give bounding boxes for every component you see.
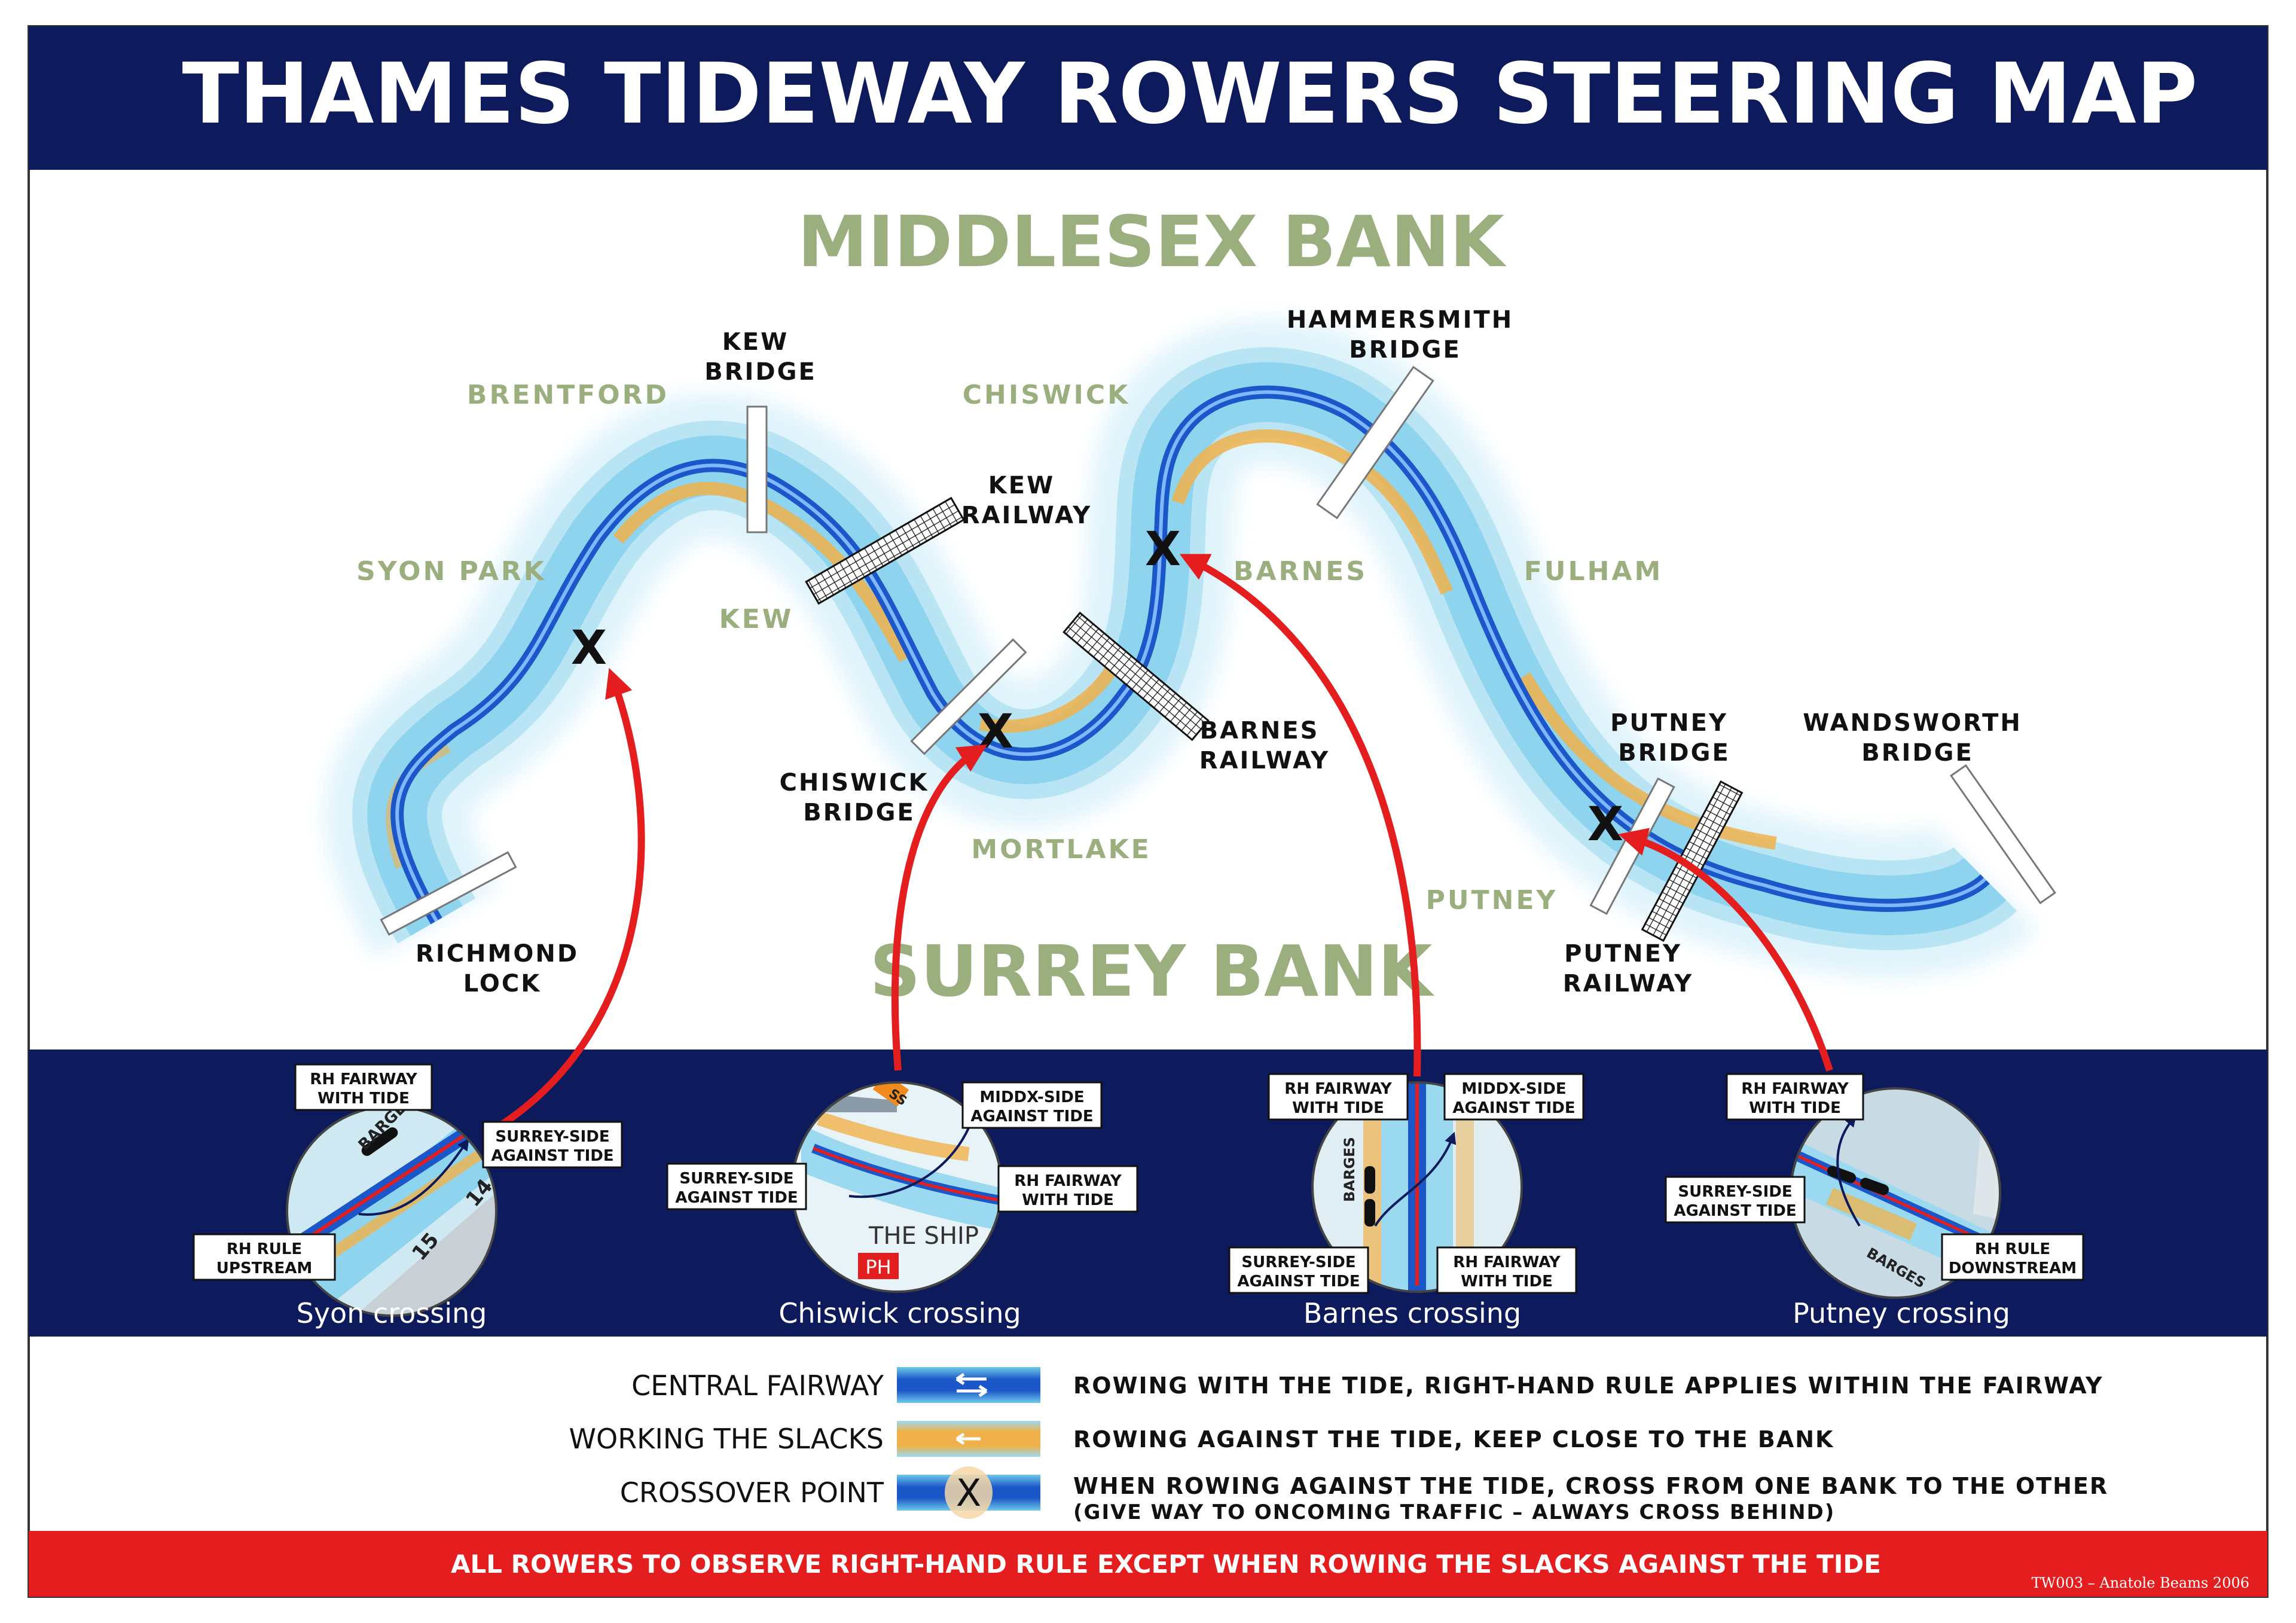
legend-working-slacks: WORKING THE SLACKS ROWING AGAINST THE TI… <box>569 1421 1834 1457</box>
chiswick-caption: Chiswick crossing <box>778 1297 1021 1329</box>
crossing-arrows <box>500 554 1833 1127</box>
crossing-captions: Syon crossing Chiswick crossing Barnes c… <box>297 1297 2010 1329</box>
barnes-barges-label: BARGES <box>1341 1137 1358 1202</box>
chiswick-ph-badge <box>858 1253 899 1279</box>
crossover-putney: X <box>1587 798 1623 852</box>
area-chiswick: CHISWICK <box>963 380 1130 410</box>
legend-crossover-desc: WHEN ROWING AGAINST THE TIDE, CROSS FROM… <box>1073 1473 2117 1524</box>
chiswick-arrow <box>891 744 988 1071</box>
kew-railway-structure <box>805 496 965 605</box>
richmond-lock-structure <box>380 851 517 936</box>
chiswick-bridge-label: CHISWICK BRIDGE <box>780 769 939 826</box>
putney-bridge-label: PUTNEY BRIDGE <box>1610 709 1738 767</box>
chiswick-crossing-detail: SS THE SHIP PH <box>791 1081 1003 1293</box>
chiswick-ph-label: PH <box>865 1256 891 1279</box>
putney-arrow <box>1618 828 1833 1072</box>
kew-bridge-structure <box>746 405 768 533</box>
syon-arrow <box>500 667 645 1127</box>
header-bar <box>29 26 2267 170</box>
legend-central-fairway-swatch <box>897 1367 1040 1403</box>
kew-bridge-label: KEW BRIDGE <box>704 328 817 386</box>
barnes-railway-structure <box>1062 611 1210 742</box>
kew-railway-label: KEW RAILWAY <box>961 472 1092 529</box>
chiswick-ship-label: THE SHIP <box>868 1222 979 1250</box>
crossover-syon: X <box>571 621 607 675</box>
area-syon-park: SYON PARK <box>356 556 546 587</box>
legend-crossover-x: X <box>956 1471 981 1515</box>
legend: CENTRAL FAIRWAY ROWING WITH THE TIDE, RI… <box>569 1367 2117 1524</box>
legend-working-slacks-desc: ROWING AGAINST THE TIDE, KEEP CLOSE TO T… <box>1073 1426 1834 1453</box>
legend-crossover-point: CROSSOVER POINT X WHEN ROWING AGAINST TH… <box>620 1466 2117 1524</box>
middlesex-bank-label: MIDDLESEX BANK <box>798 200 1507 283</box>
footer-credit: TW003 – Anatole Beams 2006 <box>2032 1575 2249 1591</box>
barnes-caption: Barnes crossing <box>1303 1297 1521 1329</box>
legend-central-fairway-label: CENTRAL FAIRWAY <box>631 1369 884 1402</box>
richmond-lock-label: RICHMOND LOCK <box>416 940 589 997</box>
barnes-arrow <box>1179 554 1421 1077</box>
page-title: THAMES TIDEWAY ROWERS STEERING MAP <box>182 45 2197 143</box>
wandsworth-bridge-structure <box>1950 764 2056 905</box>
area-mortlake: MORTLAKE <box>971 834 1151 865</box>
chiswick-bridge-structure <box>910 638 1027 755</box>
putney-railway-structure <box>1641 780 1744 942</box>
area-labels: BRENTFORD SYON PARK KEW CHISWICK BARNES … <box>356 380 1663 916</box>
footer-rule: ALL ROWERS TO OBSERVE RIGHT-HAND RULE EX… <box>451 1549 1881 1579</box>
legend-central-fairway-desc: ROWING WITH THE TIDE, RIGHT-HAND RULE AP… <box>1073 1372 2103 1399</box>
syon-caption: Syon crossing <box>297 1297 487 1329</box>
crossover-points: X X X X <box>571 523 1623 852</box>
hammersmith-bridge-structure <box>1316 365 1434 520</box>
putney-caption: Putney crossing <box>1793 1297 2010 1329</box>
crossover-chiswick: X <box>978 705 1013 759</box>
legend-central-fairway: CENTRAL FAIRWAY ROWING WITH THE TIDE, RI… <box>631 1367 2103 1403</box>
bridge-labels: KEW BRIDGE KEW RAILWAY HAMMERSMITH BRIDG… <box>416 306 2032 997</box>
hammersmith-bridge-label: HAMMERSMITH BRIDGE <box>1287 306 1523 364</box>
putney-railway-label: PUTNEY RAILWAY <box>1563 940 1693 997</box>
footer-bar <box>29 1531 2267 1597</box>
area-putney: PUTNEY <box>1426 885 1558 916</box>
area-barnes: BARNES <box>1234 556 1367 587</box>
legend-working-slacks-label: WORKING THE SLACKS <box>569 1423 884 1455</box>
area-kew: KEW <box>719 604 794 634</box>
surrey-bank-label: SURREY BANK <box>869 930 1435 1012</box>
area-fulham: FULHAM <box>1524 556 1663 587</box>
area-brentford: BRENTFORD <box>467 380 669 410</box>
legend-crossover-point-label: CROSSOVER POINT <box>620 1476 884 1509</box>
crossover-barnes: X <box>1145 523 1181 576</box>
wandsworth-bridge-label: WANDSWORTH BRIDGE <box>1803 709 2032 767</box>
barnes-railway-label: BARNES RAILWAY <box>1199 717 1330 774</box>
